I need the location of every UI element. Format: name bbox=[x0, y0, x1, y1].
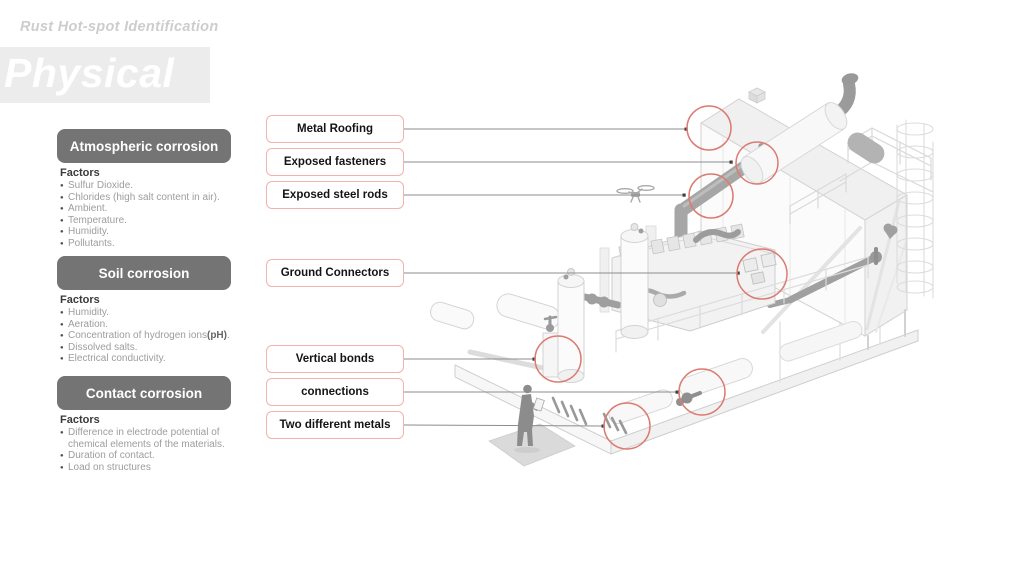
factor-item: Temperature. bbox=[60, 215, 245, 227]
section-header-atmospheric: Atmospheric corrosion bbox=[57, 129, 231, 163]
page-title: Physical bbox=[4, 50, 175, 97]
hotspot-circles bbox=[534, 105, 788, 450]
section-label: Atmospheric corrosion bbox=[69, 138, 219, 154]
inspector-figure bbox=[514, 384, 545, 453]
hotspot-circle-two-different-metals bbox=[603, 402, 651, 450]
callout-label: Exposed fasteners bbox=[283, 156, 387, 168]
leader-lines bbox=[403, 127, 740, 428]
factor-item: Duration of contact. bbox=[60, 450, 245, 462]
section-soil-corrosion: Soil corrosion Factors Humidity. Aeratio… bbox=[57, 256, 252, 366]
section-label: Soil corrosion bbox=[98, 265, 190, 281]
factor-item: Dissolved salts. bbox=[60, 342, 245, 354]
scrubber-bottles bbox=[430, 223, 649, 383]
hotspot-circle-exposed-steel-rods bbox=[688, 173, 734, 219]
hotspot-circle-ground-connectors bbox=[736, 248, 788, 300]
section-atmospheric-corrosion: Atmospheric corrosion Factors Sulfur Dio… bbox=[57, 129, 252, 250]
factor-item: Electrical conductivity. bbox=[60, 353, 245, 365]
compressor-skid-unit bbox=[430, 73, 934, 467]
callout-two-different-metals: Two different metals bbox=[266, 411, 404, 439]
hotspot-circle-exposed-fasteners bbox=[735, 141, 779, 185]
callout-label: Ground Connectors bbox=[280, 267, 390, 279]
drone-icon bbox=[616, 184, 655, 203]
page-eyebrow: Rust Hot-spot Identification bbox=[20, 19, 219, 35]
exhaust-muffler bbox=[740, 73, 859, 184]
callout-label: Exposed steel rods bbox=[282, 189, 388, 201]
engine-block bbox=[611, 223, 777, 332]
factor-item: Sulfur Dioxide. bbox=[60, 180, 245, 192]
callout-label: Two different metals bbox=[279, 419, 391, 431]
factor-item: Humidity. bbox=[60, 226, 245, 238]
factors-heading: Factors bbox=[60, 167, 100, 179]
hotspot-circle-connections bbox=[678, 368, 726, 416]
blower-cylinder bbox=[847, 132, 885, 164]
factor-item: Humidity. bbox=[60, 307, 245, 319]
factor-item: Difference in electrode potential of che… bbox=[60, 427, 245, 450]
callout-exposed-fasteners: Exposed fasteners bbox=[266, 148, 404, 176]
factor-item: Concentration of hydrogen ions(pH). bbox=[60, 330, 245, 342]
section-label: Contact corrosion bbox=[85, 385, 203, 401]
factor-item: Chlorides (high salt content in air). bbox=[60, 192, 245, 204]
cage-ladder bbox=[896, 119, 934, 299]
factors-list-contact: Factors Difference in electrode potentia… bbox=[60, 414, 245, 474]
louver-vents bbox=[551, 396, 628, 435]
callout-ground-connectors: Ground Connectors bbox=[266, 259, 404, 287]
factors-list-atmospheric: Factors Sulfur Dioxide. Chlorides (high … bbox=[60, 167, 245, 250]
callout-connections: connections bbox=[266, 378, 404, 406]
callout-label: Vertical bonds bbox=[295, 353, 375, 365]
title-banner: Physical bbox=[0, 47, 210, 103]
callout-exposed-steel-rods: Exposed steel rods bbox=[266, 181, 404, 209]
side-piping bbox=[767, 223, 898, 308]
factor-item: Pollutants. bbox=[60, 238, 245, 250]
hotspot-circle-vertical-bonds bbox=[534, 335, 582, 383]
factors-list-soil: Factors Humidity. Aeration. Concentratio… bbox=[60, 294, 245, 366]
factors-heading: Factors bbox=[60, 294, 100, 306]
factors-heading: Factors bbox=[60, 414, 100, 426]
hotspot-circle-metal-roofing bbox=[686, 105, 732, 151]
callout-vertical-bonds: Vertical bonds bbox=[266, 345, 404, 373]
callout-metal-roofing: Metal Roofing bbox=[266, 115, 404, 143]
factor-item: Aeration. bbox=[60, 319, 245, 331]
factor-item: Ambient. bbox=[60, 203, 245, 215]
section-contact-corrosion: Contact corrosion Factors Difference in … bbox=[57, 376, 252, 474]
factor-item: Load on structures bbox=[60, 462, 245, 474]
callout-label: Metal Roofing bbox=[296, 123, 374, 135]
callout-label: connections bbox=[301, 386, 369, 398]
leader-line-two-different-metals bbox=[403, 424, 604, 427]
section-header-soil: Soil corrosion bbox=[57, 256, 231, 290]
section-header-contact: Contact corrosion bbox=[57, 376, 231, 410]
